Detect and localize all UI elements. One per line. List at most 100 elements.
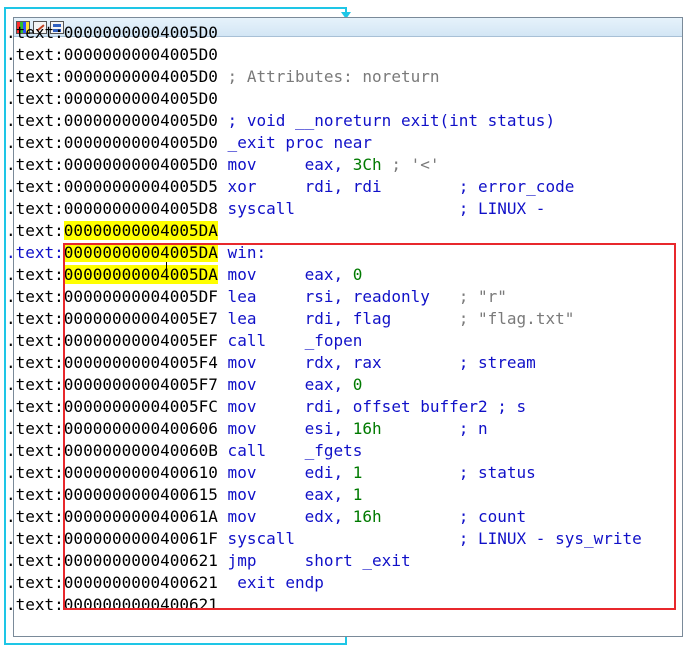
line-text: .text: — [6, 199, 64, 218]
line-text: 00000000004005E7 — [63, 309, 218, 328]
line-text: 00000000004005D0 — [63, 155, 218, 174]
instruction-text: syscall ; LINUX - — [217, 199, 546, 218]
listing-line[interactable]: .text:00000000004005F4 mov rdx, rax ; st… — [6, 352, 642, 374]
listing-line[interactable]: .text:00000000004005FC mov rdi, offset b… — [6, 396, 642, 418]
string-comment: ; "r" — [458, 287, 507, 306]
line-text: .text: — [6, 89, 64, 108]
line-text: .text: — [6, 265, 64, 284]
instruction-text: mov rdi, offset buffer2 ; s — [217, 397, 527, 416]
immediate-value: 3Ch — [352, 155, 382, 174]
line-text: 0000000000400615 — [63, 485, 218, 504]
graph-view-icon[interactable] — [50, 20, 64, 34]
listing-line[interactable]: .text:00000000004005D5 xor rdi, rdi ; er… — [6, 176, 642, 198]
instruction-text: ; status — [362, 463, 536, 482]
line-text: 00000000004005D0 — [63, 67, 218, 86]
line-text: 00000000004005F4 — [63, 353, 218, 372]
listing-line[interactable]: .text:00000000004005DA — [6, 220, 642, 242]
instruction-text: mov eax, — [217, 155, 353, 174]
listing-line[interactable]: .text:00000000004005E7 lea rdi, flag ; "… — [6, 308, 642, 330]
instruction-text: mov edx, — [217, 507, 353, 526]
line-text: .text: — [6, 441, 64, 460]
instruction-text: mov eax, — [217, 265, 353, 284]
listing-line[interactable]: .text:00000000004005F7 mov eax, 0 — [6, 374, 642, 396]
listing-line[interactable]: .text:0000000000400621 jmp short _exit — [6, 550, 642, 572]
line-text: .text: — [6, 485, 64, 504]
instruction-text: mov eax, — [217, 485, 353, 504]
listing-line[interactable]: .text:000000000040061F syscall ; LINUX -… — [6, 528, 642, 550]
instruction-text: xor rdi, rdi ; error_code — [217, 177, 575, 196]
instruction-text: lea rdi, flag — [217, 309, 459, 328]
line-text: .text: — [6, 507, 64, 526]
line-text: .text: — [6, 221, 64, 240]
listing-line[interactable]: .text:0000000000400621 exit endp — [6, 572, 642, 594]
listing-line[interactable]: .text:00000000004005D0 _exit proc near — [6, 132, 642, 154]
listing-line[interactable]: .text:00000000004005D0 — [6, 22, 642, 44]
immediate-value: 1 — [352, 463, 363, 482]
listing-line[interactable]: .text:00000000004005DF lea rsi, readonly… — [6, 286, 642, 308]
line-text: .text: — [6, 397, 64, 416]
listing-line[interactable]: .text:0000000000400615 mov eax, 1 — [6, 484, 642, 506]
instruction-text: ; count — [381, 507, 527, 526]
listing-line[interactable]: .text:00000000004005D0 — [6, 44, 642, 66]
instruction-text: mov edi, — [217, 463, 353, 482]
line-text: .text: — [6, 331, 64, 350]
listing-line[interactable]: .text:00000000004005D0 ; Attributes: nor… — [6, 66, 642, 88]
line-text: 00000000004005D0 — [63, 23, 218, 42]
line-text: .text: — [6, 353, 64, 372]
line-text: .text: — [6, 45, 64, 64]
line-text: 00000000004005D8 — [63, 199, 218, 218]
line-text: 00000000004005D0 — [63, 89, 218, 108]
listing-line[interactable]: .text:000000000040061A mov edx, 16h ; co… — [6, 506, 642, 528]
listing-line[interactable]: .text:00000000004005D0 ; void __noreturn… — [6, 110, 642, 132]
instruction-text: lea rsi, readonly — [217, 287, 459, 306]
line-segment-prefix: .text: — [6, 243, 64, 262]
immediate-value: 0 — [352, 375, 363, 394]
instruction-text: call _fgets — [217, 441, 363, 460]
string-comment: ; "flag.txt" — [458, 309, 575, 328]
line-text: .text: — [6, 419, 64, 438]
immediate-value: 0 — [352, 265, 363, 284]
instruction-text: mov rdx, rax ; stream — [217, 353, 536, 372]
immediate-value: 16h — [352, 507, 382, 526]
line-text: .text: — [6, 573, 64, 592]
listing-line[interactable]: .text:000000000040060B call _fgets — [6, 440, 642, 462]
line-text: .text: — [6, 309, 64, 328]
line-text: 00000000004005D0 — [63, 45, 218, 64]
line-text: 000000000040061A — [63, 507, 218, 526]
listing-line[interactable]: .text:0000000000400610 mov edi, 1 ; stat… — [6, 462, 642, 484]
line-text: 00000000004005DF — [63, 287, 218, 306]
edit-pen-icon[interactable] — [33, 20, 47, 34]
line-text: .text: — [6, 111, 64, 130]
listing-line[interactable]: .text:00000000004005EF call _fopen — [6, 330, 642, 352]
listing-line[interactable]: .text:0000000000400606 mov esi, 16h ; n — [6, 418, 642, 440]
listing-line[interactable]: .text:00000000004005D0 — [6, 88, 642, 110]
instruction-text: mov eax, — [217, 375, 353, 394]
line-text: 00000000004005EF — [63, 331, 218, 350]
line-text: 00000000004005F7 — [63, 375, 218, 394]
instruction-text: jmp short _exit — [217, 551, 411, 570]
line-text: .text: — [6, 551, 64, 570]
colors-icon[interactable] — [16, 20, 30, 34]
instruction-text: ; n — [381, 419, 488, 438]
text-cursor — [166, 262, 167, 280]
comment-text: ; Attributes: noreturn — [217, 67, 440, 86]
line-text: .text: — [6, 67, 64, 86]
string-comment: ; '<' — [381, 155, 440, 174]
line-text: .text: — [6, 23, 64, 42]
control-flow-arrow-line-bottom — [345, 636, 347, 645]
instruction-text: win: — [217, 243, 267, 262]
instruction-text: _exit proc near — [217, 133, 373, 152]
line-text: .text: — [6, 287, 64, 306]
listing-line[interactable]: .text:00000000004005DA win: — [6, 242, 642, 264]
line-text: 0000000000400606 — [63, 419, 218, 438]
disassembly-listing[interactable]: .text:00000000004005D0.text:000000000040… — [6, 22, 642, 616]
line-text: .text: — [6, 595, 64, 614]
immediate-value: 1 — [352, 485, 363, 504]
line-text: 0000000000400621 — [63, 551, 218, 570]
listing-line[interactable]: .text:00000000004005D0 mov eax, 3Ch ; '<… — [6, 154, 642, 176]
disassembly-window — [13, 17, 683, 637]
highlighted-address: 00000000004005DA — [63, 221, 218, 240]
listing-line[interactable]: .text:00000000004005DA mov eax, 0 — [6, 264, 642, 286]
listing-line[interactable]: .text:00000000004005D8 syscall ; LINUX - — [6, 198, 642, 220]
instruction-text: syscall ; LINUX - sys_write — [217, 529, 642, 548]
